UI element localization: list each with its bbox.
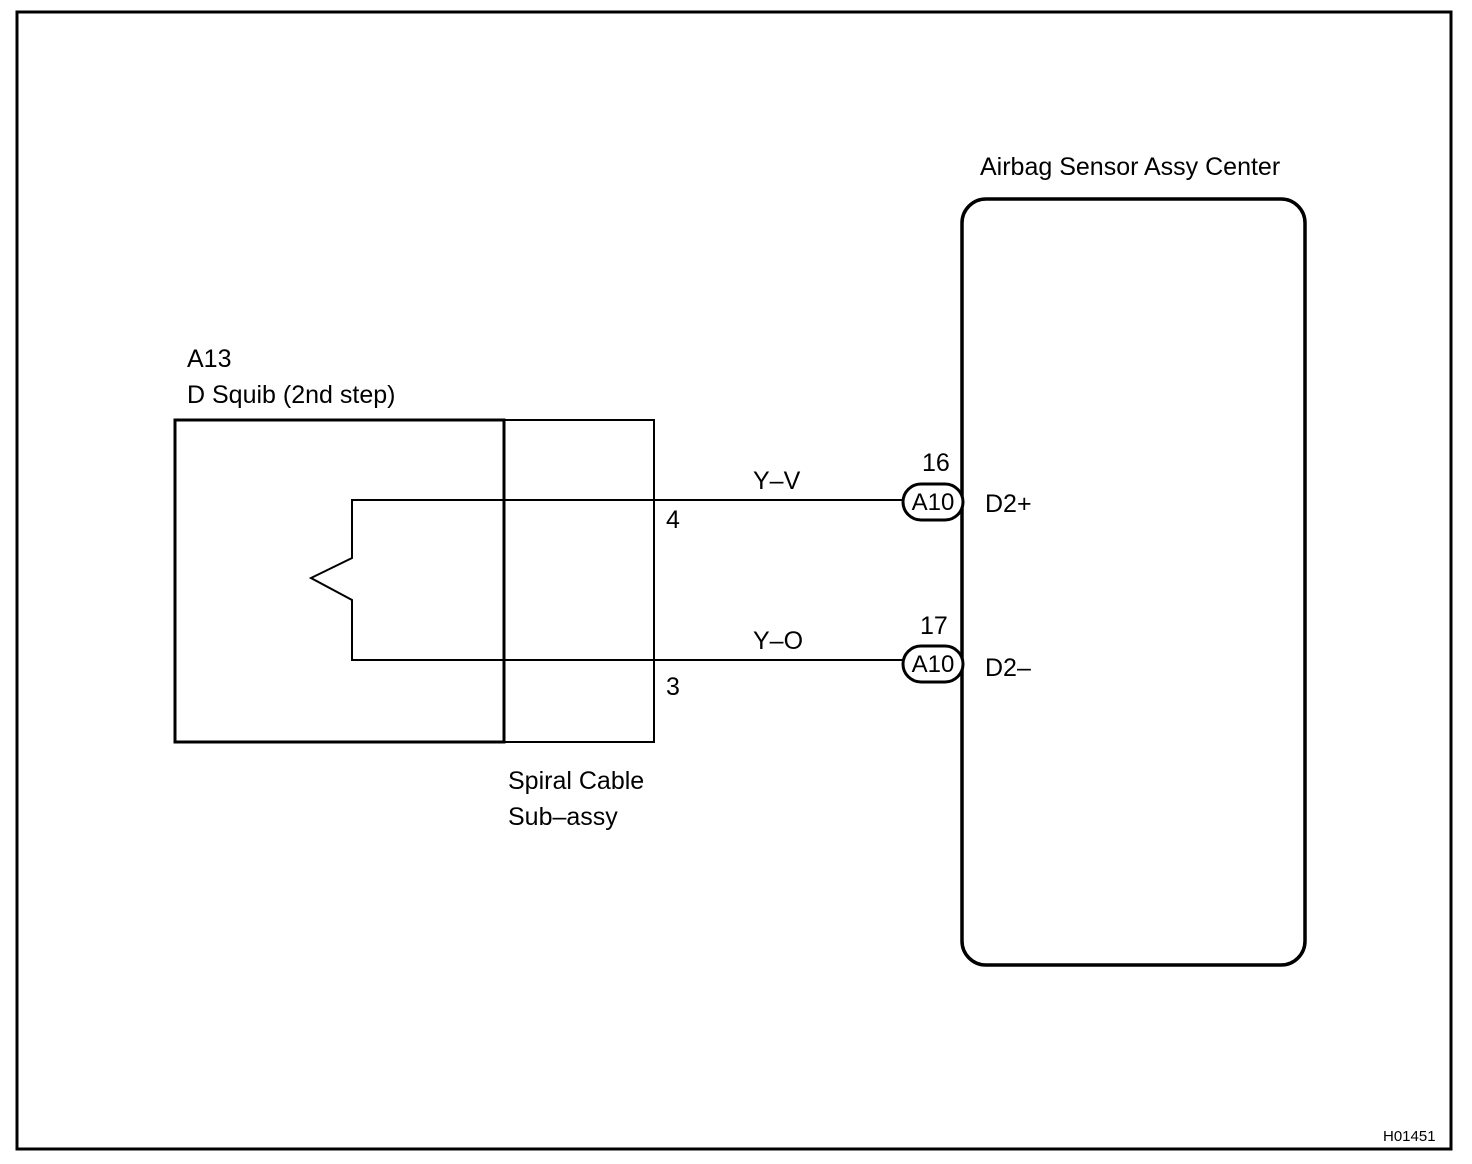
spiral-cable-label-line1: Spiral Cable	[508, 767, 645, 795]
wire-color-upper: Y–V	[753, 467, 801, 495]
squib-element-symbol	[308, 499, 905, 661]
squib-box	[173, 418, 506, 744]
squib-name: D Squib (2nd step)	[187, 381, 396, 409]
sensor-name: Airbag Sensor Assy Center	[980, 153, 1281, 181]
spiral-cable-box	[503, 419, 655, 743]
diagram-id: H01451	[1383, 1128, 1436, 1145]
wire-color-lower: Y–O	[753, 627, 804, 655]
sensor-box	[960, 197, 1307, 967]
spiral-pin-upper: 4	[666, 506, 680, 534]
connector-pin-lower: 17	[920, 612, 948, 640]
connector-oval-upper	[901, 482, 965, 522]
squib-code: A13	[187, 345, 232, 373]
connector-pin-upper: 16	[922, 449, 950, 477]
spiral-pin-lower: 3	[666, 673, 680, 701]
connector-code-lower: A10	[911, 651, 955, 678]
spiral-cable-label-line2: Sub–assy	[508, 803, 618, 831]
terminal-upper: D2+	[985, 490, 1032, 518]
diagram-frame	[15, 10, 1453, 1151]
connector-oval-lower	[901, 644, 965, 684]
connector-code-upper: A10	[911, 489, 955, 516]
terminal-lower: D2–	[985, 654, 1031, 682]
